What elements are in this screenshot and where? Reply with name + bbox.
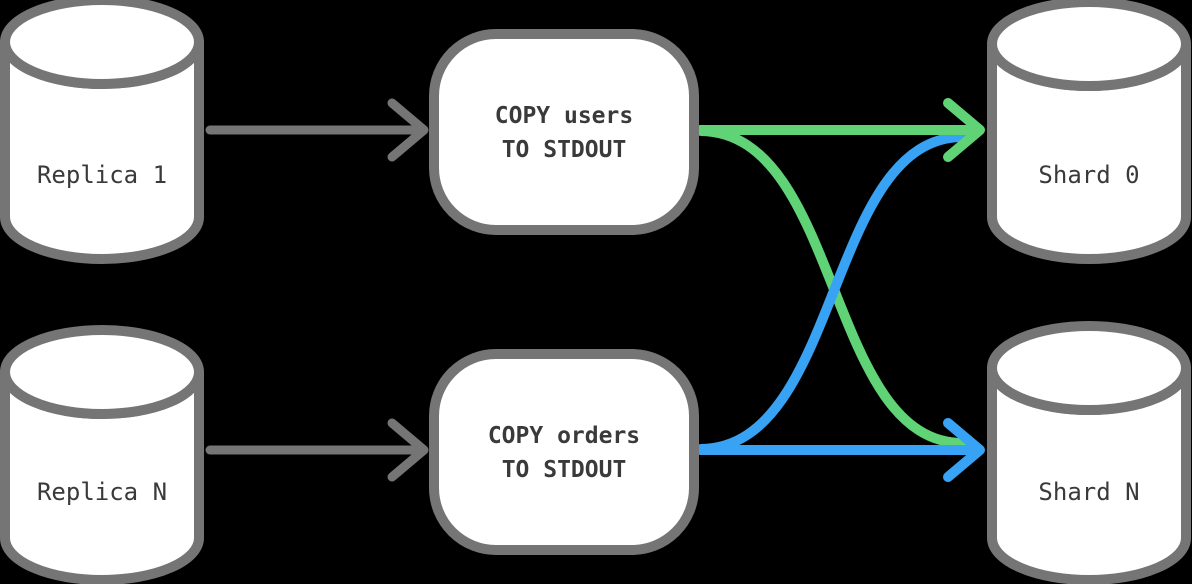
edge-replicaN-to-copy-orders: [205, 418, 429, 482]
process-box: [429, 29, 699, 235]
edge-orders-to-shard0-curve: [696, 131, 969, 454]
db-shard-0: Shard 0: [987, 0, 1191, 264]
copy-orders-line2: TO STDOUT: [502, 457, 627, 483]
shardN-label: Shard N: [1038, 478, 1139, 506]
arrowhead-blue-icon: [943, 418, 985, 482]
database-cylinder-top-icon: [987, 321, 1191, 415]
shard0-label: Shard 0: [1038, 161, 1139, 189]
arrowhead-gray-top-icon: [387, 98, 429, 162]
arrowhead-green-icon: [943, 98, 985, 162]
db-replica-n: Replica N: [0, 325, 204, 584]
copy-users-line1: COPY users: [495, 103, 633, 129]
edge-replica1-to-copy-users: [205, 98, 429, 162]
database-cylinder-top-icon: [987, 0, 1191, 91]
copy-users-line2: TO STDOUT: [502, 137, 627, 163]
replicaN-label: Replica N: [37, 478, 167, 506]
process-box: [429, 349, 699, 555]
process-copy-users: COPY users TO STDOUT: [429, 29, 699, 235]
database-cylinder-top-icon: [0, 325, 204, 419]
database-cylinder-top-icon: [0, 0, 204, 89]
copy-orders-line1: COPY orders: [488, 423, 640, 449]
process-copy-orders: COPY orders TO STDOUT: [429, 349, 699, 555]
replica1-label: Replica 1: [37, 161, 167, 189]
arrowhead-gray-bottom-icon: [387, 418, 429, 482]
db-replica-1: Replica 1: [0, 0, 204, 264]
db-shard-n: Shard N: [987, 321, 1191, 584]
